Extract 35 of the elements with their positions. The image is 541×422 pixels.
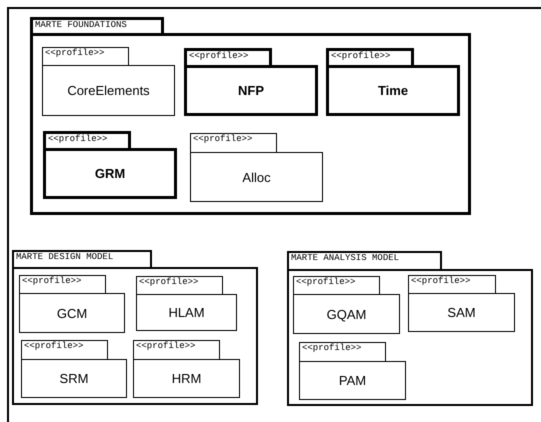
- package-name: NFP: [238, 83, 264, 98]
- package-name: CoreElements: [67, 83, 150, 98]
- package-name: Alloc: [242, 170, 271, 184]
- package-name: GCM: [56, 306, 88, 320]
- package-name: PAM: [338, 373, 366, 388]
- package-name: SAM: [447, 305, 476, 320]
- package-tab-label: <<profile>>: [133, 340, 220, 360]
- package-tab-label: <<profile>>: [19, 275, 106, 294]
- package-tab-label: MARTE ANALYSIS MODEL: [287, 251, 442, 271]
- package-name: HLAM: [168, 305, 205, 320]
- uml-package: [21, 340, 127, 399]
- uml-package: [326, 48, 460, 119]
- package-tab-label: <<profile>>: [293, 276, 380, 295]
- package-tab-label: <<profile>>: [21, 340, 108, 360]
- uml-package: [43, 131, 177, 202]
- package-tab-label: <<profile>>: [299, 342, 386, 362]
- uml-package: [408, 275, 515, 333]
- package-name: GQAM: [326, 306, 366, 322]
- package-name: HRM: [172, 371, 202, 386]
- uml-package: [19, 275, 125, 334]
- uml-package: [184, 48, 318, 119]
- frame-box: [7, 7, 541, 422]
- package-name: GRM: [94, 166, 126, 181]
- package-tab-label: <<profile>>: [408, 275, 496, 294]
- package-tab-label: <<profile>>: [190, 133, 277, 153]
- package-name: Time: [378, 83, 408, 98]
- uml-package: [293, 276, 400, 335]
- uml-package: [299, 342, 406, 401]
- package-tab-label: <<profile>>: [136, 276, 223, 295]
- package-tab-label: <<profile>>: [42, 47, 129, 66]
- package-name: SRM: [60, 371, 88, 386]
- uml-package: [136, 276, 237, 332]
- uml-package: [133, 340, 240, 399]
- uml-package: [42, 47, 175, 117]
- uml-package: [190, 133, 323, 203]
